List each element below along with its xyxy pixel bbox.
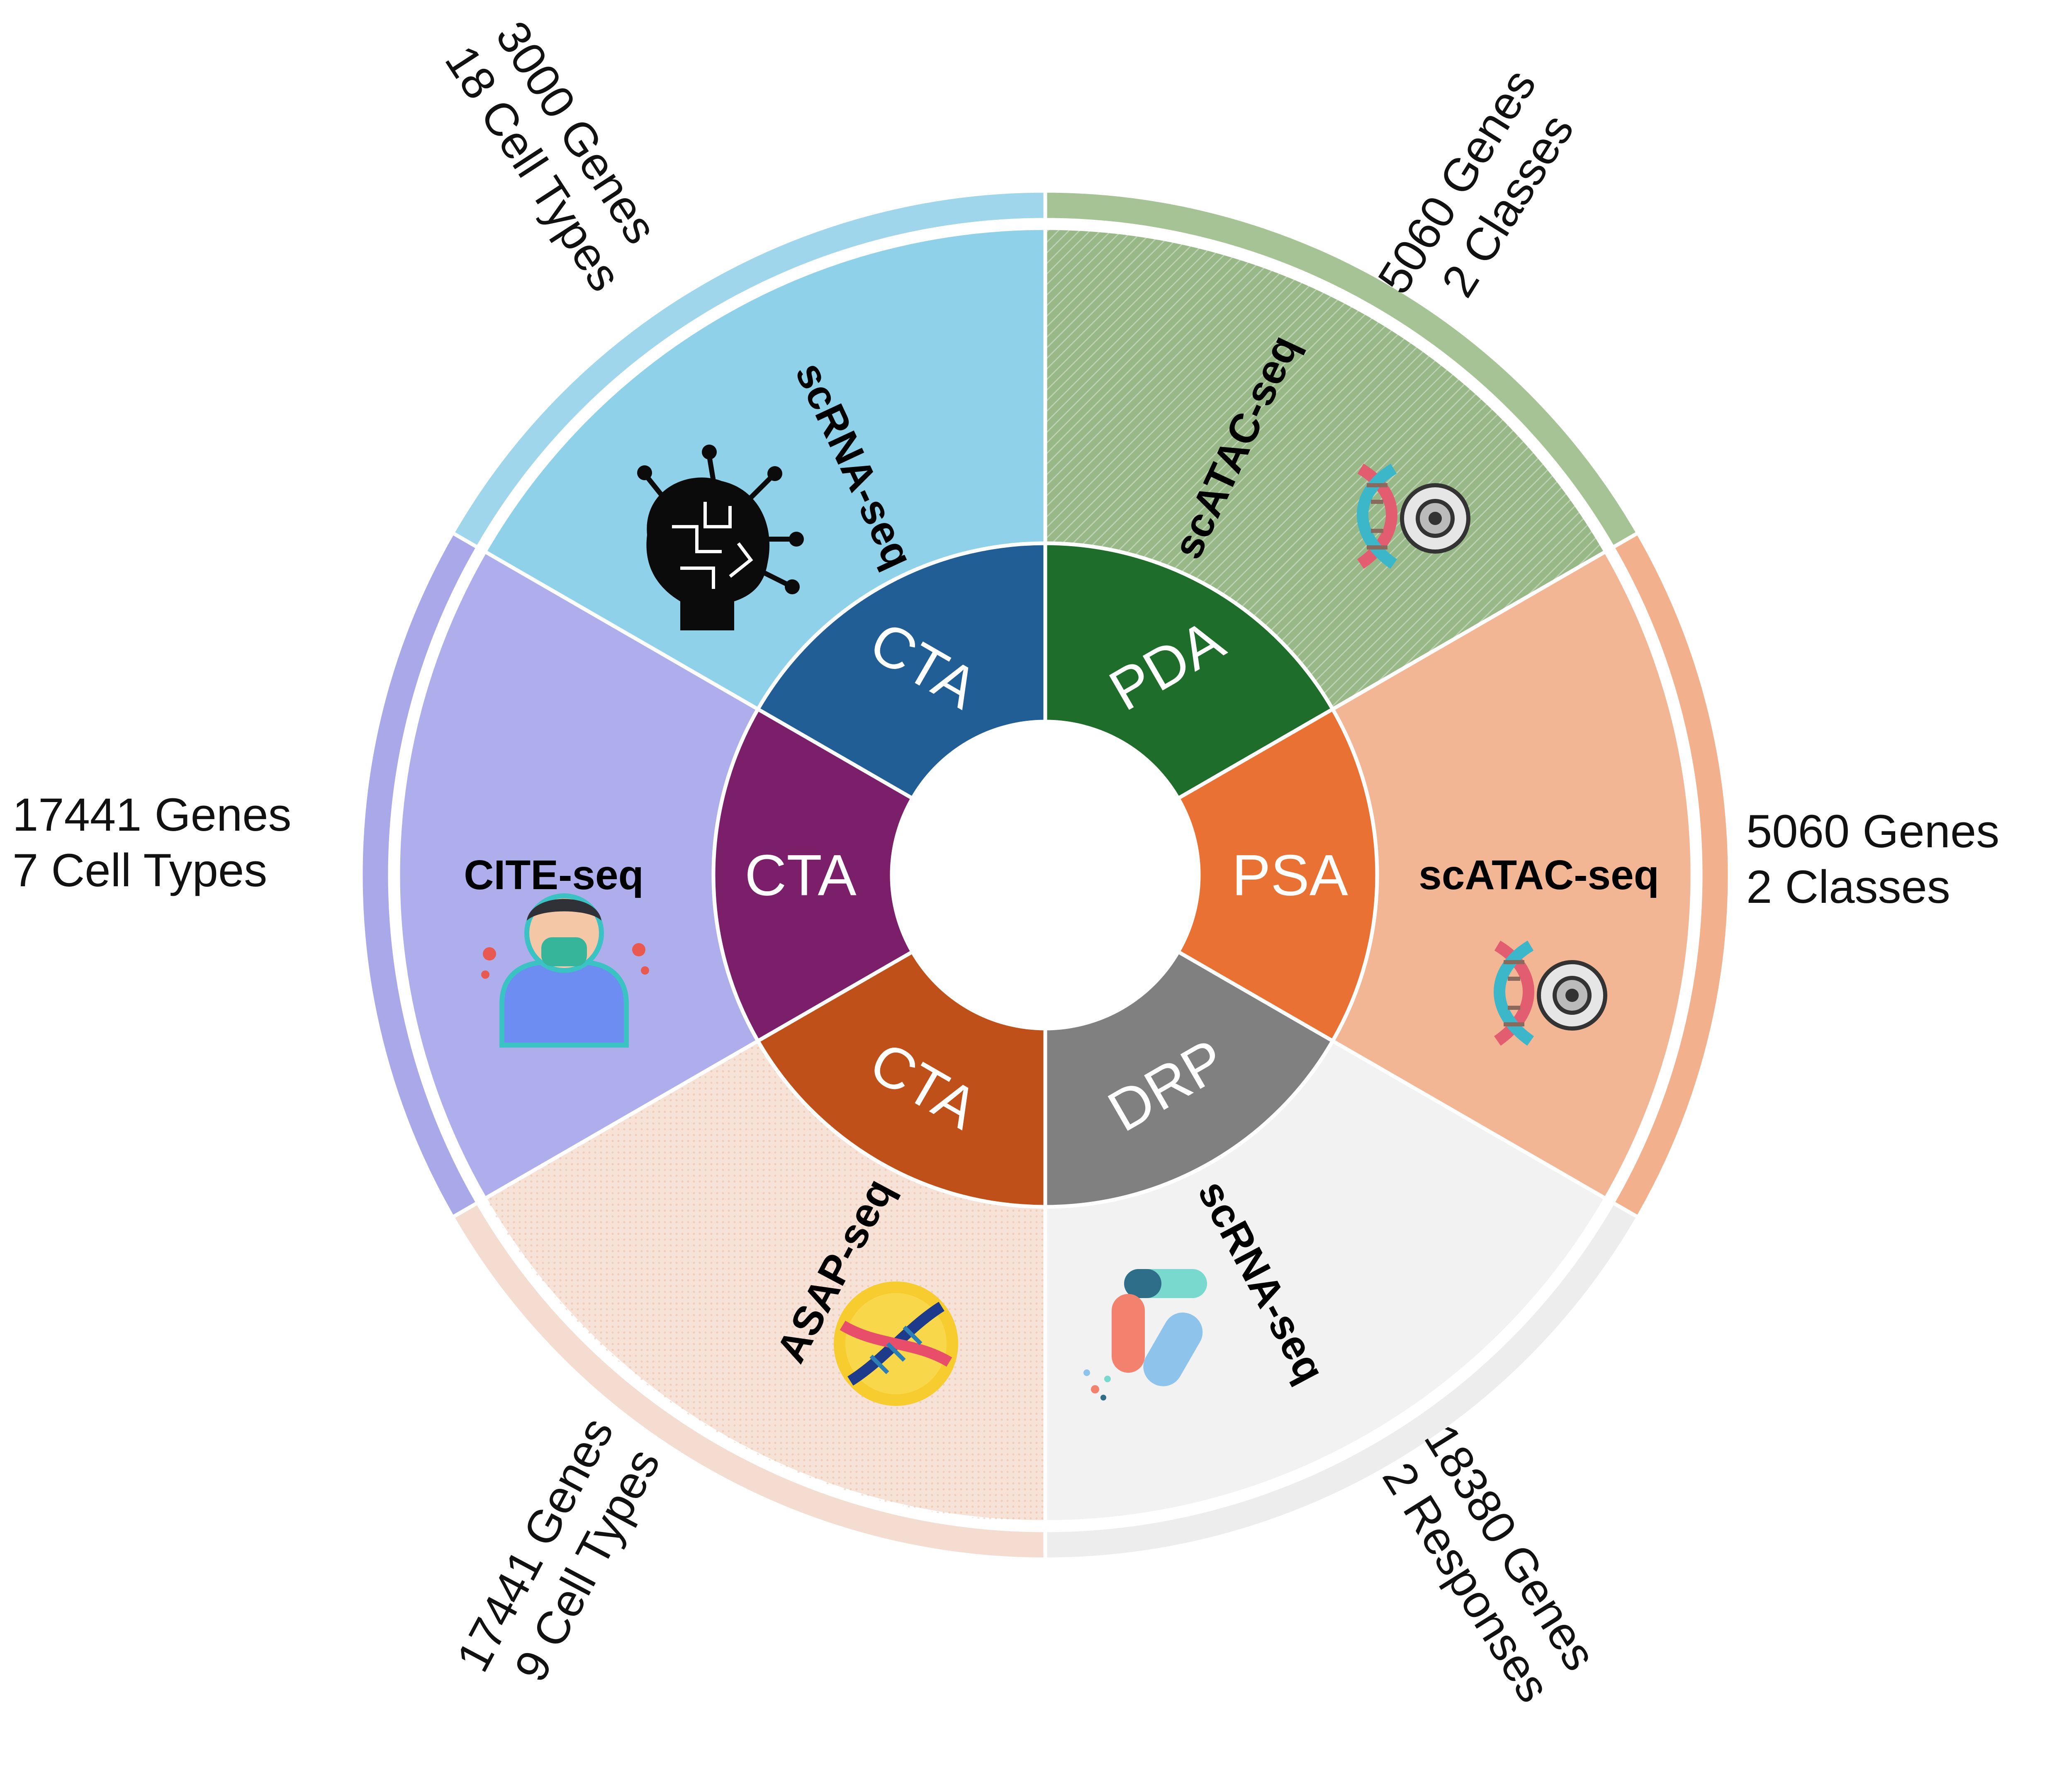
assay-segment-pda-scatac-texture — [1045, 228, 1606, 709]
rim-segment-cta-cite — [359, 530, 480, 1220]
stat-cta-cite: 17441 Genes 7 Cell Types — [12, 789, 304, 896]
task-label-psa-scatac: PSA — [1232, 843, 1348, 908]
stat-cta-scrna: 3000 Genes 18 Cell Types — [435, 6, 678, 300]
dna-gear-icon — [1357, 464, 1470, 569]
dna-coin-icon — [834, 1281, 958, 1406]
stat-pda-scatac: 5060 Genes 2 Classes — [1368, 49, 1600, 332]
stat-classes: 2 Classes — [1746, 861, 1950, 913]
stat-psa-scatac: 5060 Genes 2 Classes — [1746, 805, 2012, 913]
person-mask-icon — [481, 893, 649, 1048]
stat-genes: 17441 Genes — [12, 789, 292, 841]
stat-classes: 7 Cell Types — [12, 844, 267, 896]
task-ring — [711, 541, 1379, 1209]
icons — [481, 445, 1607, 1406]
assay-label-psa-scatac: scATAC-seq — [1419, 852, 1659, 898]
dna-gear-icon — [1494, 941, 1607, 1046]
brain-circuit-icon — [637, 445, 804, 630]
stat-drp-scrna: 18380 Genes 2 Responses — [1367, 1415, 1613, 1719]
stat-cta-asap: 17441 Genes 9 Cell Types — [446, 1398, 678, 1706]
center-hole — [892, 722, 1199, 1029]
pills-icon — [1083, 1269, 1207, 1401]
stat-genes: 5060 Genes — [1746, 805, 1999, 857]
task-label-cta-cite: CTA — [745, 843, 857, 908]
outer-rim-ring — [359, 189, 1732, 1561]
assay-label-cta-cite: CITE-seq — [464, 852, 643, 898]
